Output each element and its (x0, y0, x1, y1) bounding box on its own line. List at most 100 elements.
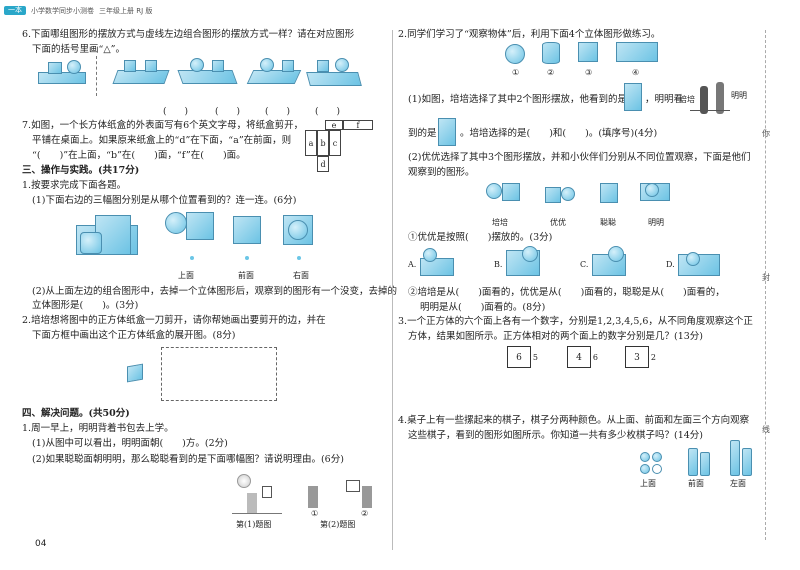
connect-dot-right[interactable] (297, 256, 301, 260)
s3-small-cube (127, 363, 143, 383)
binding-line (765, 30, 766, 540)
s4-q1b-text: (2)如果聪聪面朝明明，那么聪聪看到的是下面哪幅图？请说明理由。(6分) (32, 454, 344, 465)
view-label-front: 前面 (238, 271, 254, 280)
binding-char-1: 你 (762, 129, 770, 138)
q6-text-2: 下面的括号里画“△”。 (32, 44, 126, 55)
fig2-caption: 第(2)题图 (320, 520, 356, 529)
cube1-front: 6 (516, 353, 522, 363)
s3-q2-text-1: 2.培培想将图中的正方体纸盒一刀剪开，请你帮她画出要剪开的边，并在 (22, 315, 326, 326)
s3-q1b-text-1: (2)从上面左边的组合图形中，去掉一个立体图形后，观察到的图形有一个没变，去掉的 (32, 286, 397, 297)
q6-paren-2[interactable]: ( ) (215, 107, 241, 117)
section-3-title: 三、操作与实践。(共17分) (22, 165, 140, 176)
binding-char-3: 线 (762, 425, 770, 434)
connect-dot-front[interactable] (245, 256, 249, 260)
chess-label-front: 前面 (688, 479, 704, 488)
sun-icon (237, 474, 251, 488)
solid-num-2: ② (547, 68, 555, 77)
cube3-side: 2 (650, 353, 656, 362)
name-peipei: 培培 (492, 218, 508, 227)
r-q2-text: 2.同学们学习了“观察物体”后，利用下面4个立体图形做练习。 (398, 29, 661, 40)
cube3-front: 3 (634, 353, 640, 363)
solid-num-1: ① (512, 68, 520, 77)
s3-view-front (233, 216, 261, 244)
net-face-f: f (343, 120, 373, 130)
name-youyou: 优优 (550, 218, 566, 227)
net-face-e: e (325, 120, 343, 130)
s4-q1a-text: (1)从图中可以看出，明明面朝( )方。(2分) (32, 438, 228, 449)
view-label-right: 右面 (293, 271, 309, 280)
page-number: 04 (35, 539, 47, 549)
option-a-label[interactable]: A. (408, 260, 417, 269)
series-title: 小学数学同步小测卷 (31, 6, 94, 15)
solid-num-3: ③ (585, 68, 593, 77)
q7-text-2: 平铺在桌面上。如果原来纸盒上的“d”在下面，“a”在前面，则 (32, 135, 292, 146)
name-congcong: 聪聪 (600, 218, 616, 227)
option-c-label[interactable]: C. (580, 260, 589, 269)
r-q2-p1-a: (1)如图，培培选择了其中2个图形摆放，他看到的是 (408, 94, 628, 105)
r-q2-p4-a: ②培培是从( )面看的，优优是从( )面看的，聪聪是从( )面看的， (408, 287, 725, 298)
q6-paren-1[interactable]: ( ) (163, 107, 189, 117)
r-q4-text-1: 4.桌子上有一些摞起来的棋子，棋子分两种颜色。从上面、前面和左面三个方向观察 (398, 415, 750, 426)
r-q3-text-1: 3.一个正方体的六个面上各有一个数字，分别是1,2,3,4,5,6，从不同角度观… (398, 316, 753, 327)
q6-dashed-divider (96, 56, 97, 96)
net-face-a: a (305, 130, 317, 156)
view-label-top: 上面 (178, 271, 194, 280)
option-d-label[interactable]: D. (666, 260, 675, 269)
r-q2-p1-b: ，明明看 (645, 94, 684, 105)
cube1-side: 5 (532, 353, 538, 362)
q6-paren-3[interactable]: ( ) (265, 107, 291, 117)
option-1-figure (308, 486, 318, 508)
q6-paren-4[interactable]: ( ) (315, 107, 341, 117)
q6-text-1: 6.下面哪组图形的摆放方式与虚线左边组合图形的摆放方式一样？请在对应图形 (22, 29, 355, 40)
column-divider (392, 30, 393, 550)
chess-label-left: 左面 (730, 479, 746, 488)
net-face-b: b (317, 130, 329, 156)
child-figure (247, 493, 257, 513)
section-4-title: 四、解决问题。(共50分) (22, 408, 130, 419)
option-2-figure (362, 486, 372, 508)
q7-text-1: 7.如图，一个长方体纸盒的外表面写有6个英文字母，将纸盒剪开， (22, 120, 304, 131)
fig1-caption: 第(1)题图 (236, 520, 272, 529)
view-congcong (600, 183, 618, 203)
net-face-d: d (317, 156, 329, 172)
child-figure-mingming (716, 82, 724, 114)
r-q2-p3: ①优优是按照( )摆放的。(3分) (408, 232, 553, 243)
label-peipei: 培培 (679, 95, 695, 104)
solid-num-4: ④ (632, 68, 640, 77)
r-q2-p2-b: 观察到的图形。 (408, 167, 475, 178)
s3-q1b-text-2: 立体图形是( )。(3分) (32, 300, 139, 311)
unfolded-net-drawing-box[interactable] (161, 347, 277, 401)
connect-dot-top[interactable] (190, 256, 194, 260)
r-q2-p4-b: 明明是从( )面看的。(8分) (420, 302, 546, 313)
r-q4-text-2: 这些棋子，看到的图形如图所示。你知道一共有多少枚棋子吗？(14分) (408, 430, 704, 441)
binding-char-2: 封 (762, 273, 770, 282)
table-edge (690, 110, 730, 118)
r-q3-text-2: 方体，结果如图所示。正方体相对的两个面上的数字分别是几？(13分) (408, 331, 704, 342)
edition-label: 三年级上册 RJ 版 (99, 6, 153, 15)
s3-q2-text-2: 下面方框中画出这个正方体纸盒的展开图。(8分) (32, 330, 236, 341)
name-mingming: 明明 (648, 218, 664, 227)
r-q2-p1-c: 到的是 (408, 128, 437, 139)
s3-q1a-text: (1)下面右边的三幅图分别是从哪个位置看到的？连一连。(6分) (32, 195, 297, 206)
chess-label-top: 上面 (640, 479, 656, 488)
r-q2-mingming-view (438, 118, 456, 146)
net-face-c: c (329, 130, 341, 156)
child-figure-peipei (700, 86, 708, 114)
page-header: 一本 小学数学同步小测卷 三年级上册 RJ 版 (4, 4, 152, 17)
series-logo: 一本 (4, 6, 26, 15)
s3-q1-text: 1.按要求完成下面各题。 (22, 180, 127, 191)
q7-text-3: “( )”在上面，“b”在( )面，“f”在( )面。 (32, 150, 246, 161)
label-mingming: 明明 (731, 91, 747, 100)
r-q2-p1-d: 。培培选择的是( )和( )。(填序号)(4分) (460, 128, 658, 139)
s4-q1-text: 1.周一早上，明明背着书包去上学。 (22, 423, 174, 434)
r-q2-p2-a: (2)优优选择了其中3个图形摆放，并和小伙伴们分别从不同位置观察，下面是他们 (408, 152, 751, 163)
r-q2-peipei-view (624, 83, 642, 111)
fig2-option-1: ① (311, 509, 319, 518)
cube2-side: 6 (592, 353, 598, 362)
option-b-label[interactable]: B. (494, 260, 503, 269)
cube2-front: 4 (576, 353, 582, 363)
